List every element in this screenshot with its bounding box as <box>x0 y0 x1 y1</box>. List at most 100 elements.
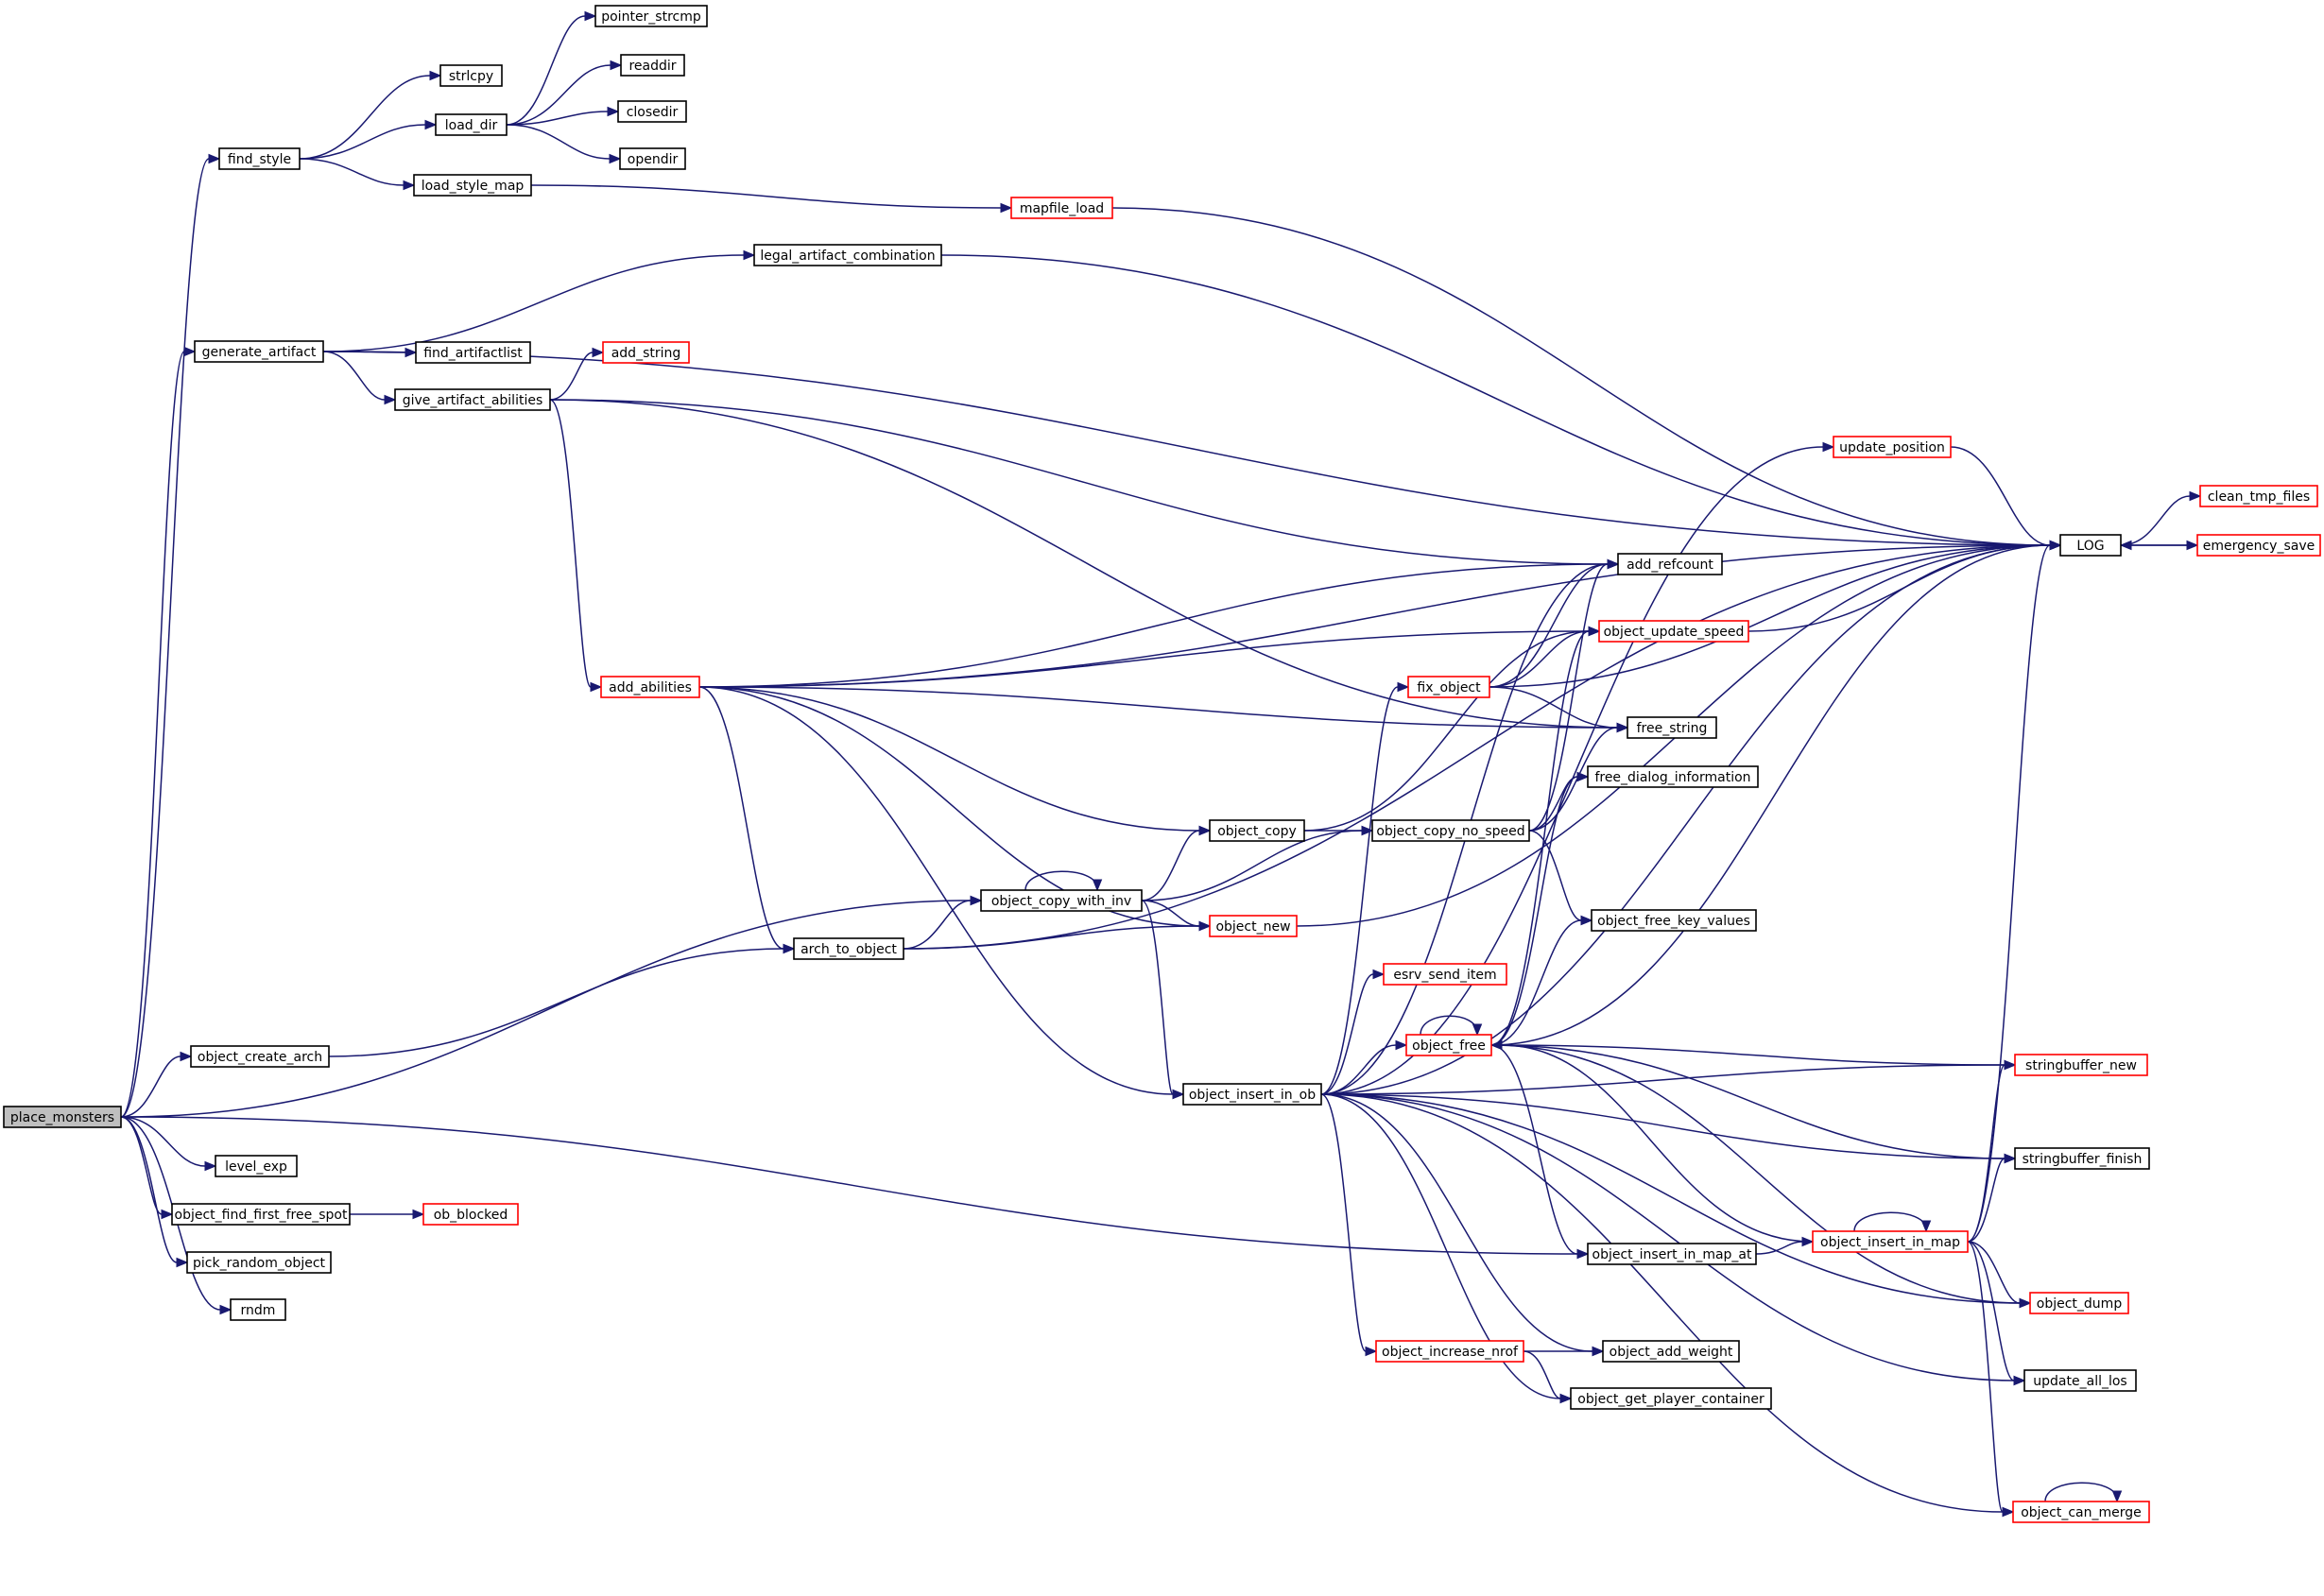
node-box <box>1587 1243 1757 1265</box>
edge-line <box>1967 1241 2015 1381</box>
function-node-level_exp[interactable]: level_exp <box>215 1155 298 1177</box>
function-node-closedir[interactable]: closedir <box>617 100 687 123</box>
edge-line <box>1320 1044 1397 1095</box>
call-edge-place_monsters-to-find_style <box>120 153 221 1118</box>
node-box <box>620 54 685 77</box>
function-node-object_update_speed[interactable]: object_update_speed <box>1598 620 1749 643</box>
function-node-add_abilities[interactable]: add_abilities <box>600 676 700 698</box>
function-node-find_style[interactable]: find_style <box>218 147 301 170</box>
function-node-strlcpy[interactable]: strlcpy <box>439 64 503 87</box>
function-node-add_string[interactable]: add_string <box>602 341 690 364</box>
node-box <box>194 340 324 363</box>
function-node-rndm[interactable]: rndm <box>230 1298 286 1321</box>
edge-line <box>1111 207 2051 546</box>
node-label: object_insert_in_ob <box>1189 1088 1316 1103</box>
arrowhead-icon <box>2019 1297 2032 1309</box>
function-node-opendir[interactable]: opendir <box>619 147 686 170</box>
node-label: find_artifactlist <box>423 346 523 361</box>
node-box <box>619 147 686 170</box>
node-box <box>793 937 904 960</box>
node-label: object_add_weight <box>1610 1345 1733 1360</box>
node-box <box>2059 534 2122 557</box>
function-node-object_increase_nrof[interactable]: object_increase_nrof <box>1375 1340 1524 1363</box>
call-edge-object_copy_with_inv-to-object_copy_with_inv <box>1024 870 1103 892</box>
function-node-object_copy[interactable]: object_copy <box>1209 819 1305 842</box>
function-node-update_all_los[interactable]: update_all_los <box>2023 1369 2137 1392</box>
function-node-add_refcount[interactable]: add_refcount <box>1617 553 1723 575</box>
function-node-object_free_key_values[interactable]: object_free_key_values <box>1591 909 1757 932</box>
function-node-fix_object[interactable]: fix_object <box>1407 676 1490 698</box>
function-node-readdir[interactable]: readdir <box>620 54 685 77</box>
function-node-free_string[interactable]: free_string <box>1627 716 1717 739</box>
function-node-find_artifactlist[interactable]: find_artifactlist <box>415 341 531 364</box>
node-label: add_string <box>611 346 681 361</box>
function-node-stringbuffer_finish[interactable]: stringbuffer_finish <box>2014 1147 2150 1170</box>
call-edge-object_copy_with_inv-to-object_copy_no_speed <box>1141 825 1374 901</box>
edge-line <box>1490 1044 2006 1066</box>
arrowhead-icon <box>1198 920 1212 932</box>
function-node-object_add_weight[interactable]: object_add_weight <box>1602 1340 1740 1363</box>
node-label: legal_artifact_combination <box>760 249 935 264</box>
function-node-object_dump[interactable]: object_dump <box>2029 1292 2129 1314</box>
arrowhead-icon <box>1489 1039 1503 1051</box>
function-node-arch_to_object[interactable]: arch_to_object <box>793 937 904 960</box>
node-box <box>1371 819 1530 842</box>
function-node-object_find_first_free_spot[interactable]: object_find_first_free_spot <box>171 1203 351 1226</box>
function-node-object_free[interactable]: object_free <box>1405 1034 1492 1056</box>
arrowhead-icon <box>1395 1039 1408 1051</box>
function-node-object_can_merge[interactable]: object_can_merge <box>2012 1501 2150 1523</box>
function-node-mapfile_load[interactable]: mapfile_load <box>1010 197 1113 219</box>
node-box <box>1598 620 1749 643</box>
function-node-object_insert_in_map_at[interactable]: object_insert_in_map_at <box>1587 1243 1757 1265</box>
call-edge-object_insert_in_ob-to-object_dump <box>1320 1093 2032 1309</box>
function-node-place_monsters: place_monsters <box>3 1106 122 1128</box>
function-node-LOG[interactable]: LOG <box>2059 534 2122 557</box>
call-edge-load_dir-to-closedir <box>506 106 620 126</box>
function-node-object_new[interactable]: object_new <box>1209 915 1298 937</box>
function-node-generate_artifact[interactable]: generate_artifact <box>194 340 324 363</box>
function-node-load_dir[interactable]: load_dir <box>435 113 508 136</box>
call-edge-object_insert_in_map-to-object_dump <box>1967 1241 2032 1309</box>
function-node-legal_artifact_combination[interactable]: legal_artifact_combination <box>753 244 942 266</box>
edge-line <box>1501 1044 1814 1243</box>
function-node-object_get_player_container[interactable]: object_get_player_container <box>1570 1387 1772 1410</box>
function-node-object_create_arch[interactable]: object_create_arch <box>190 1045 330 1068</box>
edge-line <box>2044 1482 2118 1502</box>
function-node-pointer_strcmp[interactable]: pointer_strcmp <box>594 5 708 27</box>
function-node-free_dialog_information[interactable]: free_dialog_information <box>1587 765 1759 788</box>
edge-line <box>506 64 611 126</box>
function-node-object_copy_with_inv[interactable]: object_copy_with_inv <box>980 889 1143 912</box>
function-node-esrv_send_item[interactable]: esrv_send_item <box>1383 963 1507 986</box>
node-box <box>1182 1083 1322 1106</box>
function-node-object_insert_in_map[interactable]: object_insert_in_map <box>1812 1230 1969 1253</box>
edge-line <box>1950 446 2051 546</box>
function-node-ob_blocked[interactable]: ob_blocked <box>422 1203 519 1226</box>
function-node-clean_tmp_files[interactable]: clean_tmp_files <box>2199 485 2318 507</box>
edge-line <box>1320 1093 1593 1352</box>
function-node-give_artifact_abilities[interactable]: give_artifact_abilities <box>394 388 551 411</box>
call-edge-object_free-to-object_insert_in_map_at <box>1490 1044 1590 1260</box>
node-box <box>1383 963 1507 986</box>
call-edge-object_insert_in_map-to-object_insert_in_map <box>1853 1211 1932 1233</box>
node-label: object_free <box>1412 1038 1486 1054</box>
call-edge-object_insert_in_ob-to-fix_object <box>1320 681 1410 1095</box>
edge-line <box>1141 830 1200 901</box>
node-label: object_dump <box>2037 1296 2123 1312</box>
function-node-update_position[interactable]: update_position <box>1833 436 1952 458</box>
arrowhead-icon <box>180 1051 193 1062</box>
edge-line <box>698 544 2051 688</box>
function-node-stringbuffer_new[interactable]: stringbuffer_new <box>2014 1054 2148 1076</box>
call-edge-object_insert_in_map-to-LOG <box>1967 540 2062 1243</box>
call-edge-object_free-to-object_free_key_values <box>1490 915 1593 1046</box>
arrowhead-icon <box>1588 626 1601 637</box>
function-node-pick_random_object[interactable]: pick_random_object <box>186 1251 332 1274</box>
call-edge-object_copy_with_inv-to-object_insert_in_ob <box>1141 900 1185 1100</box>
node-box <box>186 1251 332 1274</box>
function-node-object_copy_no_speed[interactable]: object_copy_no_speed <box>1371 819 1530 842</box>
edge-line <box>1523 1350 1561 1399</box>
arrowhead-icon <box>2049 540 2062 551</box>
function-node-emergency_save[interactable]: emergency_save <box>2196 534 2321 557</box>
function-node-object_insert_in_ob[interactable]: object_insert_in_ob <box>1182 1083 1322 1106</box>
function-node-load_style_map[interactable]: load_style_map <box>413 174 532 197</box>
edge-line <box>1490 776 1578 1046</box>
